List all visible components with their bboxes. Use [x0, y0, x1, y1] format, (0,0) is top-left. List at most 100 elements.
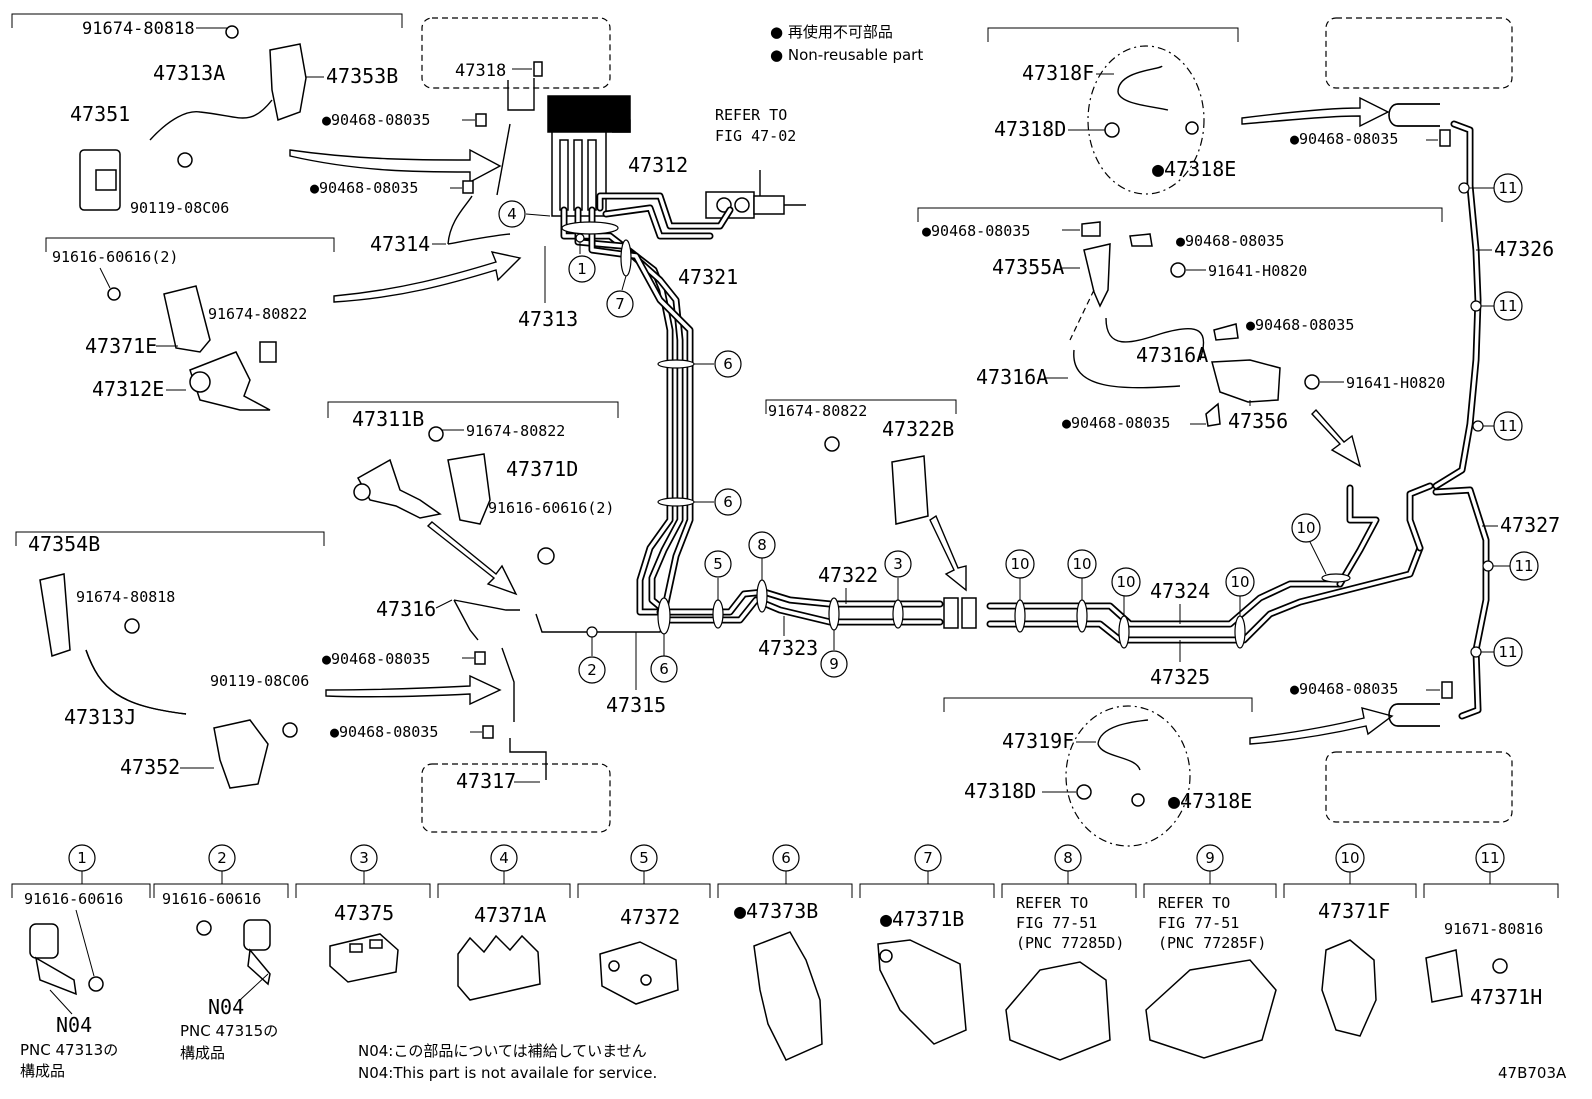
bottom-11-part2: 47371H — [1470, 985, 1542, 1009]
bottom-10-part: 47371F — [1318, 899, 1390, 923]
bottom-9-ref1: REFER TO — [1158, 894, 1230, 912]
callout-4-text: 4 — [507, 205, 517, 223]
label-47356: 47356 — [1228, 409, 1288, 433]
bottom-2-num: 2 — [217, 849, 227, 867]
label-47313A: 47313A — [153, 61, 225, 85]
group-front-right-hose: 47354B 91674-80818 47313J 90119-08C06 47… — [15, 531, 502, 789]
bottom-9-ref2: FIG 77-51 — [1158, 914, 1239, 932]
bottom-10-num: 10 — [1340, 849, 1359, 867]
label-90468-e: ●90468-08035 — [1290, 130, 1398, 148]
bottom-2-n04: N04 — [208, 995, 244, 1019]
master-cylinder — [705, 170, 806, 219]
bottom-parts-row: 1 91616-60616 N04 PNC 47313の 構成品 2 91616… — [11, 843, 1559, 1080]
callout-11d-text: 11 — [1514, 557, 1533, 575]
label-47327: 47327 — [1500, 513, 1560, 537]
bottom-9-num: 9 — [1205, 849, 1215, 867]
bottom-6-num: 6 — [781, 849, 791, 867]
label-47318F: 47318F — [1022, 61, 1094, 85]
label-90119-08C06-a: 90119-08C06 — [130, 199, 229, 217]
label-91616-60616-2b: 91616-60616(2) — [488, 499, 614, 517]
bottom-5-part: 47372 — [620, 905, 680, 929]
label-91674-80818-b: 91674-80818 — [76, 588, 175, 606]
label-47355A: 47355A — [992, 255, 1064, 279]
bottom-8-num: 8 — [1063, 849, 1073, 867]
bottom-8-ref1: REFER TO — [1016, 894, 1088, 912]
legend-line-2: ● Non-reusable part — [770, 46, 923, 64]
label-91674-80822-b: 91674-80822 — [466, 422, 565, 440]
callout-6a-text: 6 — [723, 355, 733, 373]
bottom-1-num: 1 — [77, 849, 87, 867]
label-47325: 47325 — [1150, 665, 1210, 689]
refer-to-line-1: REFER TO — [715, 106, 787, 124]
label-47318E-b: ●47318E — [1168, 789, 1252, 813]
callout-8-text: 8 — [757, 536, 767, 554]
bottom-6-part: ●47373B — [734, 899, 818, 923]
callout-10b-text: 10 — [1072, 555, 1091, 573]
legend-line-1: ● 再使用不可部品 — [770, 23, 893, 41]
label-47312: 47312 — [628, 153, 688, 177]
label-47312E: 47312E — [92, 377, 164, 401]
main-brake-tubes — [535, 192, 1434, 644]
label-47311B: 47311B — [352, 407, 424, 431]
callout-2-text: 2 — [587, 661, 597, 679]
label-47319F: 47319F — [1002, 729, 1074, 753]
callout-1-text: 1 — [577, 260, 587, 278]
bottom-11-part: 91671-80816 — [1444, 920, 1543, 938]
label-91674-80822-a: 91674-80822 — [208, 305, 307, 323]
group-47311B: 47311B 91674-80822 47371D 91616-60616(2) — [327, 401, 619, 596]
label-47313J: 47313J — [64, 705, 136, 729]
bottom-1-part: 91616-60616 — [24, 890, 123, 908]
label-47323: 47323 — [758, 636, 818, 660]
label-47318D-a: 47318D — [994, 117, 1066, 141]
callout-10d-text: 10 — [1230, 573, 1249, 591]
diagram-code: 47B703A — [1498, 1064, 1567, 1082]
bottom-4-part: 47371A — [474, 903, 546, 927]
label-47314: 47314 — [370, 232, 430, 256]
label-90119-08C06-b: 90119-08C06 — [210, 672, 309, 690]
label-47354B: 47354B — [28, 532, 100, 556]
callout-4-main — [498, 200, 526, 228]
label-47318: 47318 — [455, 61, 506, 81]
label-91674-80822-c: 91674-80822 — [768, 402, 867, 420]
label-47318D-b: 47318D — [964, 779, 1036, 803]
callout-9-text: 9 — [829, 655, 839, 673]
callout-10c-text: 10 — [1116, 573, 1135, 591]
bottom-1-kosei: 構成品 — [20, 1062, 65, 1080]
callout-11b-text: 11 — [1498, 297, 1517, 315]
label-90468-h: ●90468-08035 — [1246, 316, 1354, 334]
bottom-3-part: 47375 — [334, 901, 394, 925]
callouts-11: 11 11 11 11 11 — [1469, 173, 1539, 667]
bottom-11-num: 11 — [1480, 849, 1499, 867]
label-90468-d: ●90468-08035 — [330, 723, 438, 741]
footnote-en: N04:This part is not availale for servic… — [358, 1064, 657, 1082]
callout-6b-text: 6 — [723, 493, 733, 511]
label-47322: 47322 — [818, 563, 878, 587]
bottom-4-num: 4 — [499, 849, 509, 867]
label-90468-a: ●90468-08035 — [322, 111, 430, 129]
label-47352: 47352 — [120, 755, 180, 779]
label-91616-60616-2a: 91616-60616(2) — [52, 248, 178, 266]
bottom-7-num: 7 — [923, 849, 933, 867]
label-47371D: 47371D — [506, 457, 578, 481]
label-47321: 47321 — [678, 265, 738, 289]
bottom-5-num: 5 — [639, 849, 649, 867]
callout-3-text: 3 — [893, 555, 903, 573]
bottom-7-part: ●47371B — [880, 907, 964, 931]
bottom-2-pnc: PNC 47315の — [180, 1022, 278, 1040]
label-47313: 47313 — [518, 307, 578, 331]
label-91641-H0820-a: 91641-H0820 — [1208, 262, 1307, 280]
bottom-8-ref2: FIG 77-51 — [1016, 914, 1097, 932]
label-91641-H0820-b: 91641-H0820 — [1346, 374, 1445, 392]
label-90468-g: ●90468-08035 — [1176, 232, 1284, 250]
label-47351: 47351 — [70, 102, 130, 126]
group-front-bracket: 91616-60616(2) 91674-80822 47371E 47312E — [45, 237, 522, 411]
label-47322B: 47322B — [882, 417, 954, 441]
label-90468-c: ●90468-08035 — [322, 650, 430, 668]
refer-to-line-2: FIG 47-02 — [715, 127, 796, 145]
bottom-8-ref3: (PNC 77285D) — [1016, 934, 1124, 952]
bottom-9-ref3: (PNC 77285F) — [1158, 934, 1266, 952]
callout-11c-text: 11 — [1498, 417, 1517, 435]
label-47371E: 47371E — [85, 334, 157, 358]
callout-10e-text: 10 — [1296, 519, 1315, 537]
